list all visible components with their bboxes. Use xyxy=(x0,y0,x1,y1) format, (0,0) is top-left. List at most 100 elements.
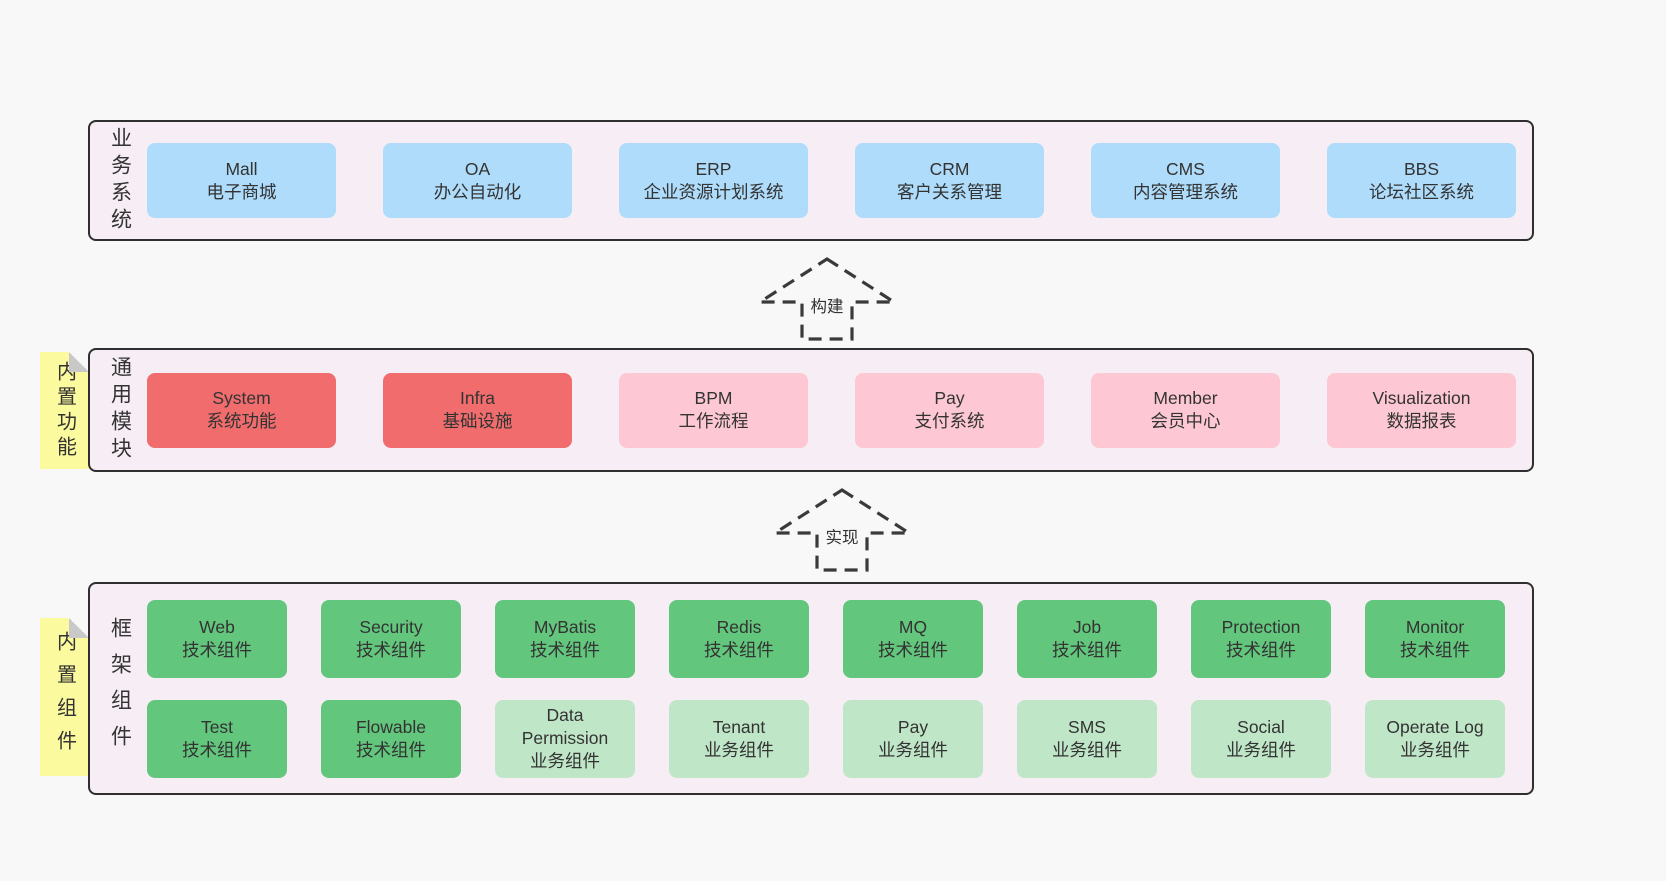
sticky-note-built-in-components: 内置组件 xyxy=(40,618,89,776)
box-subtitle: 业务组件 xyxy=(1400,739,1470,760)
box-subtitle: 技术组件 xyxy=(1400,639,1470,660)
box-title: BPM xyxy=(694,388,733,409)
box-title: Flowable xyxy=(355,716,427,737)
box-title: ERP xyxy=(695,158,732,179)
up-arrow-build: 构建 xyxy=(757,256,897,342)
box-subtitle: 技术组件 xyxy=(704,639,774,660)
box-subtitle: 企业资源计划系统 xyxy=(643,181,784,202)
box-subtitle: 技术组件 xyxy=(356,739,426,760)
box-title: Test xyxy=(200,716,234,737)
box-title: MQ xyxy=(898,616,928,637)
box-title: CRM xyxy=(929,158,970,179)
arrow-label-build: 构建 xyxy=(806,292,848,318)
layer-label-common-modules: 通用模块 xyxy=(108,356,132,464)
box-subtitle: 业务组件 xyxy=(704,739,774,760)
box-title: BBS xyxy=(1403,158,1440,179)
box-title: Member xyxy=(1153,388,1218,409)
box-title: Job xyxy=(1072,616,1102,637)
box-subtitle: 电子商城 xyxy=(206,181,277,202)
box-title: Protection xyxy=(1221,616,1301,637)
box-title: Pay xyxy=(897,716,929,737)
box-subtitle: 系统功能 xyxy=(206,411,277,431)
box-title: System xyxy=(212,388,271,409)
box-title: Infra xyxy=(459,388,496,409)
box-title: MyBatis xyxy=(533,616,597,637)
box-subtitle: 业务组件 xyxy=(1052,739,1122,760)
box-title: SMS xyxy=(1068,716,1106,737)
box-title: Social xyxy=(1237,716,1285,737)
box-title: Redis xyxy=(716,616,762,637)
up-arrow-implement: 实现 xyxy=(772,487,912,573)
box-title: Operate Log xyxy=(1386,716,1484,737)
box-subtitle: 论坛社区系统 xyxy=(1369,181,1474,202)
layer-label-framework-components: 框架组件 xyxy=(108,616,132,761)
box-title: CMS xyxy=(1166,158,1205,179)
box-subtitle: 技术组件 xyxy=(1226,639,1296,660)
box-title: OA xyxy=(464,158,491,179)
box-subtitle: 业务组件 xyxy=(530,750,600,771)
box-subtitle: 客户关系管理 xyxy=(897,181,1002,202)
box-subtitle: 内容管理系统 xyxy=(1133,181,1238,202)
arrow-label-implement: 实现 xyxy=(821,523,863,549)
box-title: Monitor xyxy=(1405,616,1465,637)
box-subtitle: 办公自动化 xyxy=(433,181,522,202)
box-subtitle: 业务组件 xyxy=(1226,739,1296,760)
up-arrow-icon xyxy=(772,488,912,572)
up-arrow-icon xyxy=(757,257,897,341)
box-title: Data Permission xyxy=(521,705,609,749)
box-subtitle: 支付系统 xyxy=(914,411,985,431)
box-title: Visualization xyxy=(1372,388,1471,409)
box-subtitle: 数据报表 xyxy=(1386,411,1457,431)
box-title: Pay xyxy=(934,388,965,409)
box-subtitle: 会员中心 xyxy=(1150,411,1221,431)
box-title: Tenant xyxy=(712,716,766,737)
box-subtitle: 基础设施 xyxy=(442,411,513,431)
box-subtitle: 业务组件 xyxy=(878,739,948,760)
box-title: Security xyxy=(359,616,423,637)
sticky-note-built-in-features: 内置功能 xyxy=(40,352,89,469)
box-subtitle: 技术组件 xyxy=(878,639,948,660)
box-title: Mall xyxy=(225,158,258,179)
box-subtitle: 技术组件 xyxy=(356,639,426,660)
layer-label-business-systems: 业务系统 xyxy=(108,126,132,235)
box-subtitle: 技术组件 xyxy=(530,639,600,660)
box-subtitle: 技术组件 xyxy=(182,639,252,660)
